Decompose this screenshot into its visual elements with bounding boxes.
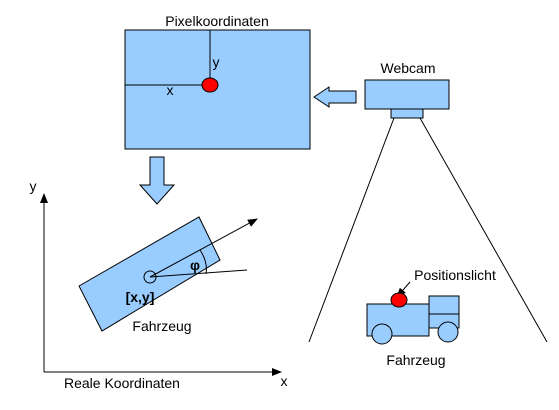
heading-arrow-icon [149, 218, 258, 278]
position-light-label: Positionslicht [414, 267, 496, 283]
block-arrow-down-icon [138, 156, 176, 205]
block-arrow-left-icon [313, 86, 357, 108]
reference-line [149, 269, 248, 278]
vehicle-rear-wheel [371, 323, 393, 345]
angle-arc [199, 249, 207, 275]
pixel-x-label: x [167, 82, 174, 98]
pixel-frame-image [124, 29, 311, 150]
pixel-frame-title: Pixelkoordinaten [165, 13, 269, 29]
webcam-lens [390, 108, 424, 119]
webcam-view-right [419, 117, 548, 343]
real-frame-title: Reale Koordinaten [64, 375, 180, 391]
angle-label: φ [190, 257, 200, 273]
vehicle-front-wheel [437, 321, 459, 343]
position-light-dot-icon [390, 292, 408, 308]
webcam-body [364, 79, 450, 110]
webcam-view-left [308, 117, 395, 343]
real-x-label: x [281, 373, 288, 389]
vehicle-top-label: Fahrzeug [132, 318, 191, 334]
webcam-label: Webcam [381, 60, 436, 76]
pixel-y-label: y [213, 54, 220, 70]
position-label: [x,y] [126, 289, 155, 305]
real-y-label: y [30, 178, 37, 194]
vehicle-side-label: Fahrzeug [386, 352, 445, 368]
pixel-light-dot-icon [201, 77, 219, 93]
vehicle-side-cab [428, 295, 460, 315]
